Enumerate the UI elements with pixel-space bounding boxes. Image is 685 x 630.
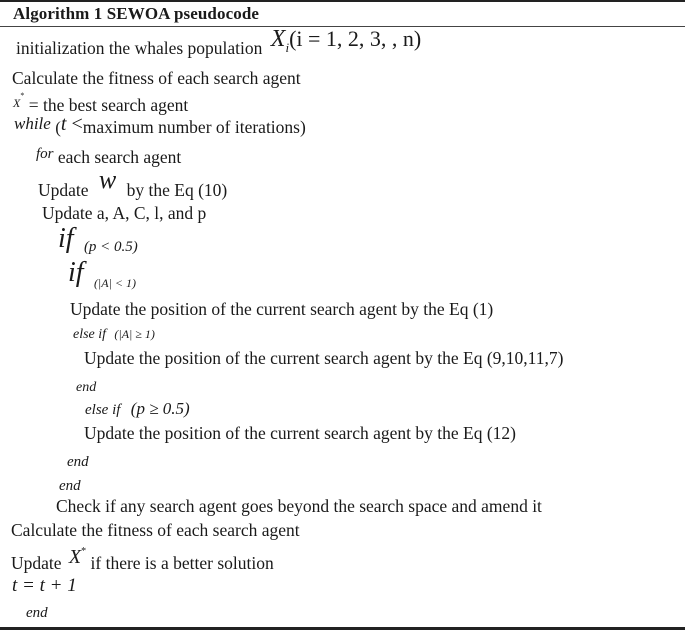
keyword-else-if: else if <box>73 327 107 342</box>
line-update-eq1: Update the position of the current searc… <box>70 298 493 320</box>
line-best-agent: X* = the best search agent <box>13 91 188 118</box>
line-text: initialization the whales population <box>16 38 263 58</box>
math-variable: X <box>13 95 21 110</box>
line-else-if-a: else if (|A| ≥ 1) <box>73 321 155 346</box>
line-update-eq9: Update the position of the current searc… <box>84 347 563 369</box>
condition: (p < 0.5) <box>83 239 138 255</box>
line-calculate-fitness-2: Calculate the fitness of each search age… <box>11 519 300 541</box>
line-text: maximum number of iterations) <box>82 117 306 137</box>
line-calculate-fitness: Calculate the fitness of each search age… <box>12 67 301 89</box>
line-text: = the best search agent <box>24 94 189 115</box>
line-end-while: end <box>26 600 48 624</box>
math-variable: X <box>68 545 82 568</box>
line-else-if-p: else if (p ≥ 0.5) <box>85 397 190 421</box>
header-rule <box>0 26 685 27</box>
line-text: Update the position of the current searc… <box>70 299 494 319</box>
keyword-end: end <box>26 605 48 621</box>
line-text: if there is a better solution <box>90 552 274 573</box>
condition: (|A| ≥ 1) <box>114 327 155 341</box>
math-superscript: * <box>20 91 25 100</box>
math-expression: (i = 1, 2, 3, , n) <box>289 26 422 51</box>
line-for: for each search agent <box>36 146 181 170</box>
line-text: Calculate the fitness of each search age… <box>11 520 300 540</box>
line-end-for: end <box>59 473 81 497</box>
line-text: each search agent <box>57 147 182 167</box>
line-text: Update the position of the current searc… <box>84 423 517 443</box>
top-rule <box>0 0 685 2</box>
keyword-end: end <box>67 454 89 470</box>
line-update-params: Update a, A, C, l, and p <box>42 202 206 224</box>
condition: (p ≥ 0.5) <box>130 399 190 418</box>
line-text: by the Eq (10) <box>126 180 228 200</box>
math-variable: w <box>98 165 117 194</box>
line-check-bounds: Check if any search agent goes beyond th… <box>56 495 542 517</box>
line-if-a: if (|A| < 1) <box>68 259 136 294</box>
line-update-eq12: Update the position of the current searc… <box>84 422 516 444</box>
line-while: while (t <maximum number of iterations) <box>14 113 306 139</box>
math-variable: X <box>270 26 286 52</box>
bottom-rule <box>0 627 685 630</box>
keyword-while: while <box>14 114 51 133</box>
keyword-else-if: else if <box>85 402 121 418</box>
condition: (|A| < 1) <box>93 276 136 290</box>
line-text: Update <box>38 180 89 200</box>
keyword-end: end <box>59 478 81 494</box>
line-increment-t: t = t + 1 <box>12 574 77 597</box>
line-text: Update the position of the current searc… <box>84 348 564 368</box>
math-expression: t = t + 1 <box>12 575 77 596</box>
line-if-p: if (p < 0.5) <box>58 225 138 258</box>
keyword-if: if <box>68 257 84 288</box>
keyword-if: if <box>58 223 74 254</box>
cond-op: < <box>66 113 83 135</box>
line-text: Update a, A, C, l, and p <box>42 203 207 223</box>
line-text: Check if any search agent goes beyond th… <box>56 496 542 516</box>
cond-open: ( <box>55 118 61 137</box>
line-update-best: Update X* if there is a better solution <box>11 545 274 574</box>
line-end-if: end <box>67 449 89 473</box>
math-superscript: * <box>81 546 87 557</box>
line-text: Calculate the fitness of each search age… <box>12 68 301 88</box>
algorithm-title: Algorithm 1 SEWOA pseudocode <box>13 4 260 23</box>
line-initialization: initialization the whales population Xi(… <box>16 27 421 61</box>
keyword-end: end <box>76 380 97 395</box>
line-end-inner: end <box>76 374 96 399</box>
math-subscript: i <box>285 40 290 55</box>
cond-var: t <box>60 113 67 135</box>
line-text: Update <box>11 552 62 573</box>
line-update-w: Update w by the Eq (10) <box>38 167 228 201</box>
keyword-for: for <box>36 146 54 162</box>
